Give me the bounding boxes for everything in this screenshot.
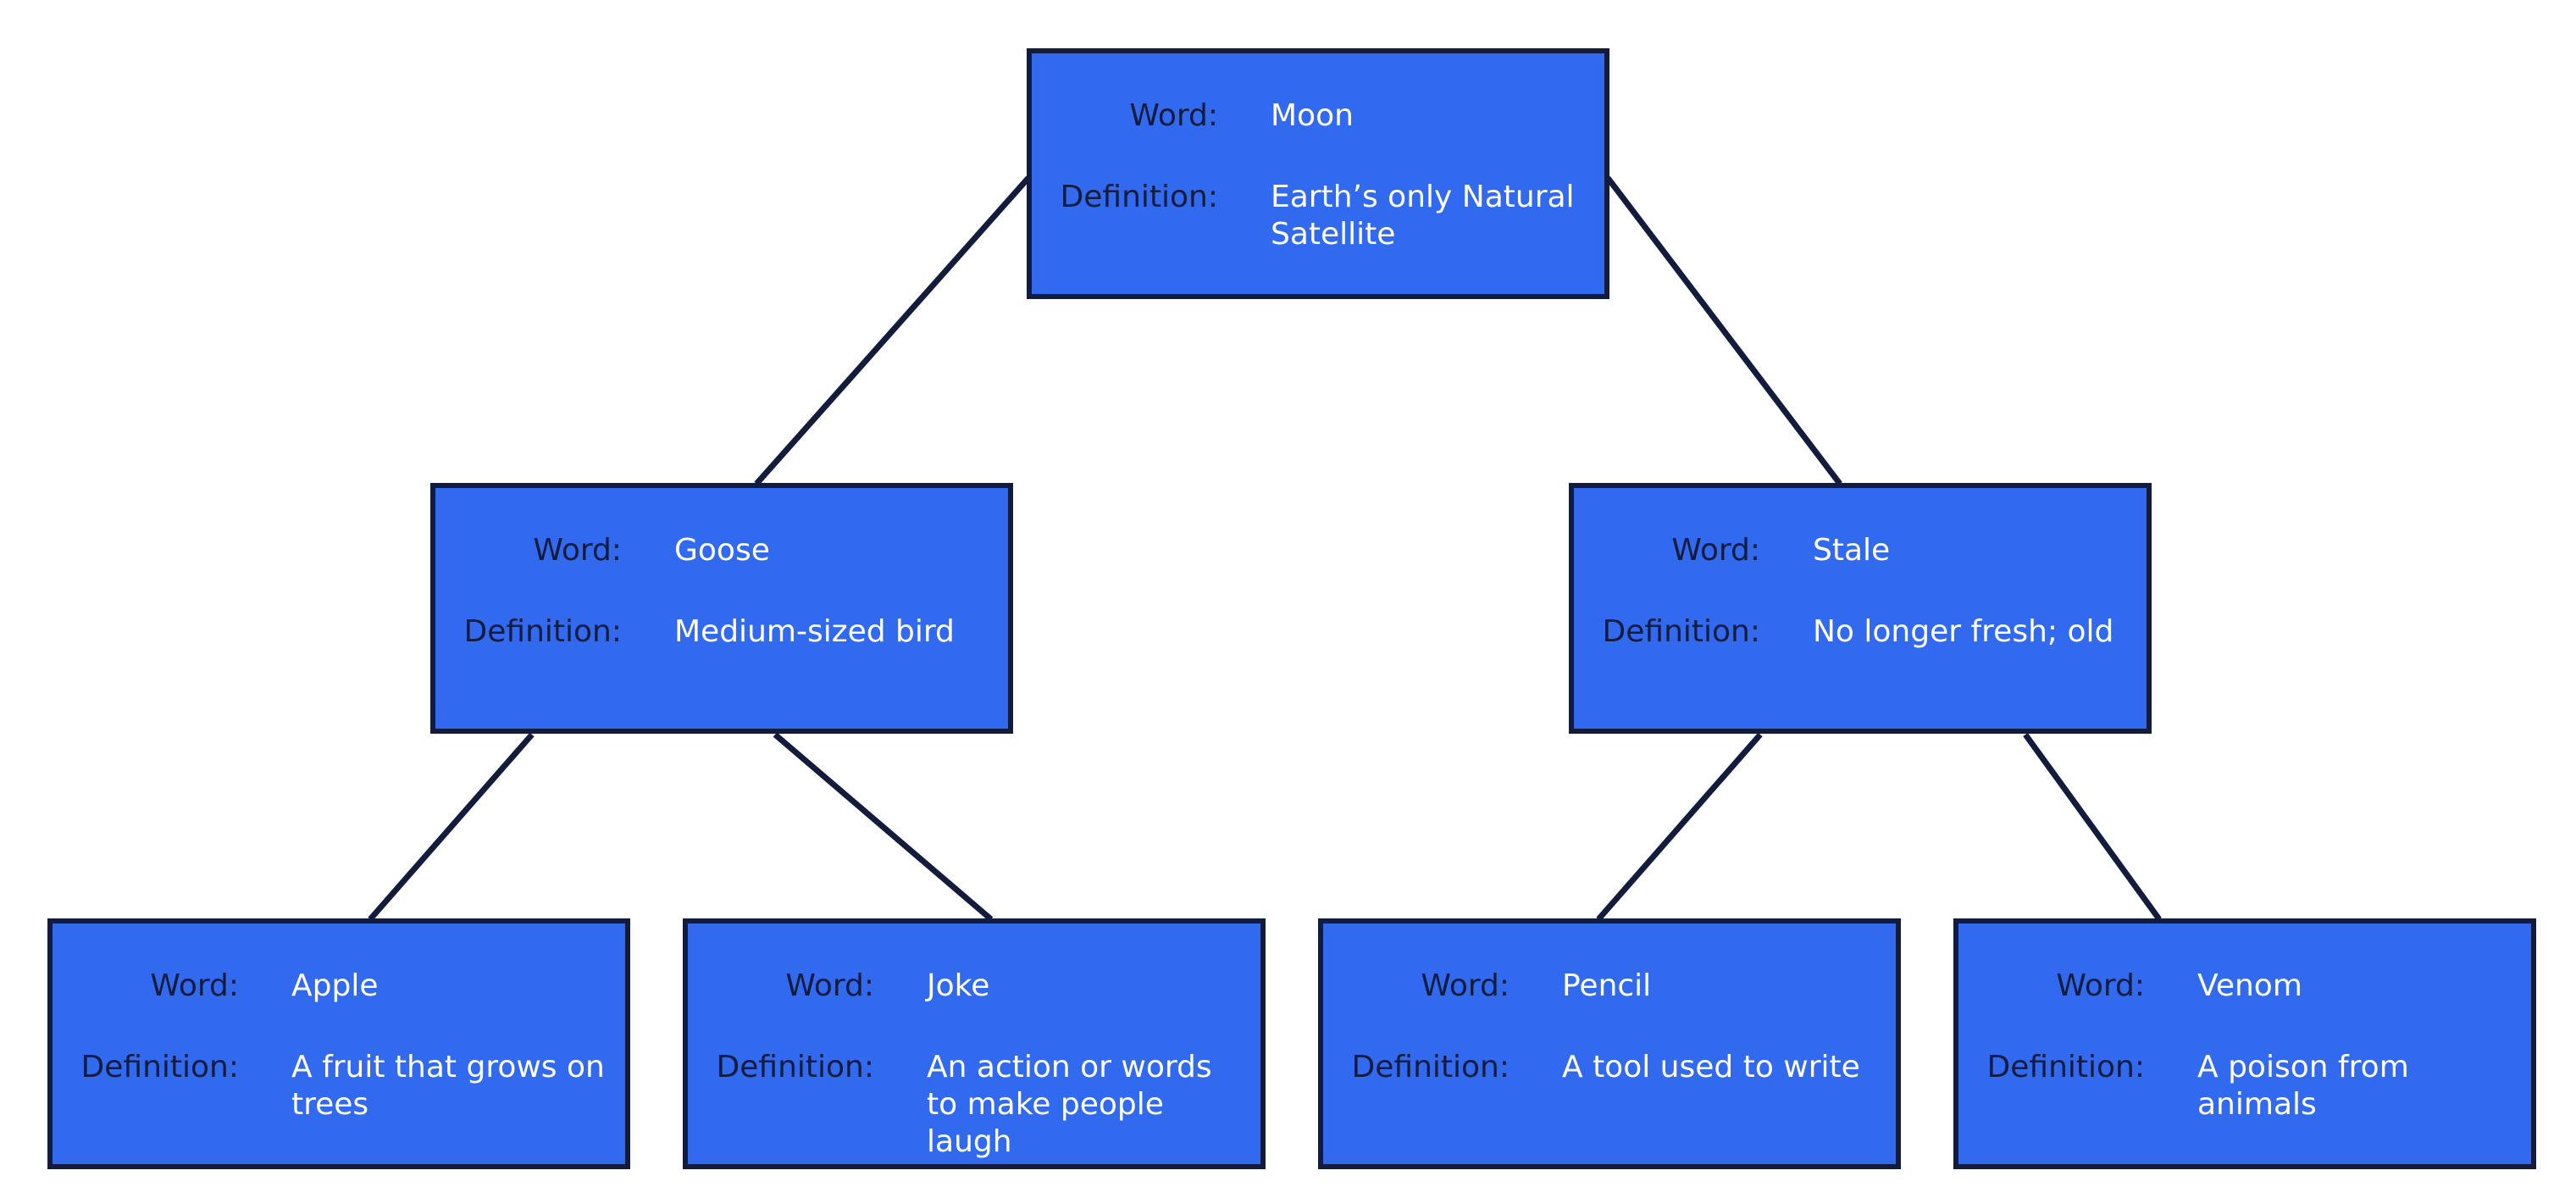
definition-value: A fruit that grows on trees — [291, 1050, 605, 1122]
definition-value: An action or words to make people laugh — [927, 1050, 1212, 1159]
definition-value: A poison from animals — [2197, 1050, 2409, 1122]
word-label: Word: — [533, 533, 622, 568]
word-value: Apple — [291, 968, 379, 1003]
definition-label: Definition: — [80, 1050, 239, 1084]
word-value: Stale — [1813, 533, 1891, 568]
definition-value: Earth’s only Natural Satellite — [1271, 180, 1575, 252]
definition-label: Definition: — [716, 1050, 874, 1084]
definition-value: No longer fresh; old — [1813, 614, 2114, 649]
word-value: Pencil — [1562, 968, 1652, 1003]
word-value: Moon — [1271, 98, 1354, 133]
word-label: Word: — [1421, 968, 1510, 1003]
word-label: Word: — [2056, 968, 2145, 1003]
word-value: Venom — [2197, 968, 2302, 1003]
definition-value: A tool used to write — [1562, 1050, 1860, 1084]
word-label: Word: — [1129, 98, 1218, 133]
edge-stale-venom — [2023, 732, 2162, 922]
definition-label: Definition: — [1060, 180, 1218, 214]
edge-goose-joke — [773, 732, 994, 922]
word-label: Word: — [150, 968, 239, 1003]
word-value: Goose — [674, 533, 770, 568]
definition-value: Medium-sized bird — [674, 614, 955, 649]
definition-label: Definition: — [1602, 614, 1760, 649]
definition-label: Definition: — [1986, 1050, 2145, 1084]
edge-moon-stale — [1605, 175, 1842, 486]
definition-label: Definition: — [463, 614, 622, 649]
definition-label: Definition: — [1351, 1050, 1510, 1084]
edge-stale-pencil — [1596, 732, 1763, 922]
word-value: Joke — [927, 968, 990, 1003]
edge-moon-goose — [754, 175, 1031, 486]
word-label: Word: — [785, 968, 874, 1003]
word-label: Word: — [1671, 533, 1760, 568]
edge-goose-apple — [368, 732, 535, 922]
